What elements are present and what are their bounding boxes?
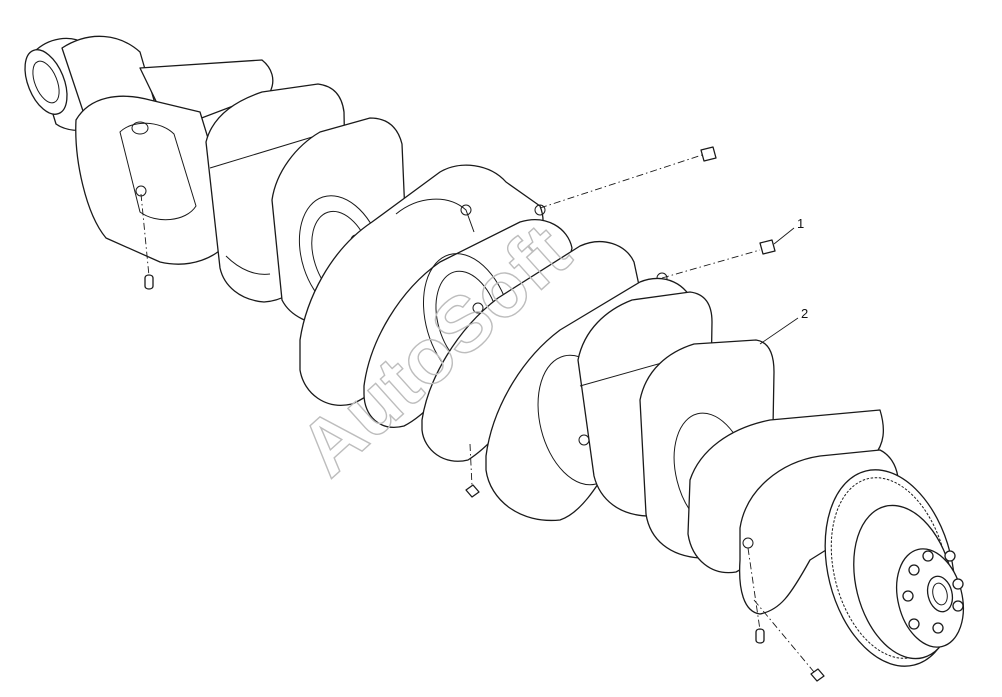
- plug-1: [759, 239, 776, 255]
- plug-axis-rear-bottom: [753, 599, 815, 673]
- plug-axis-left: [140, 193, 150, 277]
- bolt-hole: [908, 564, 920, 576]
- plug-center: [465, 484, 480, 498]
- plug-axis-rear: [747, 547, 761, 631]
- bolt-hole: [902, 590, 914, 602]
- callout-1: 1: [773, 216, 804, 245]
- flywheel-ring-gear: [824, 469, 964, 667]
- plug-axis-1: [661, 249, 761, 279]
- callout-2: 2: [759, 306, 808, 345]
- plug-rear-bottom: [810, 668, 825, 682]
- oil-gallery-plugs: [140, 146, 825, 682]
- plug-left: [144, 274, 154, 290]
- callout-label-1: 1: [797, 216, 804, 231]
- callout-label-2: 2: [801, 306, 808, 321]
- bolt-hole: [944, 550, 956, 562]
- bolt-hole: [932, 622, 944, 634]
- plug-top: [700, 146, 717, 162]
- bolt-hole: [908, 618, 920, 630]
- bolt-hole: [922, 550, 934, 562]
- crank-web-1: [75, 95, 237, 265]
- plug-rear-low: [755, 628, 765, 644]
- bolt-hole: [952, 578, 964, 590]
- plug-axis-top: [539, 154, 703, 209]
- plug-axis-center: [469, 443, 473, 487]
- bolt-hole: [952, 600, 964, 612]
